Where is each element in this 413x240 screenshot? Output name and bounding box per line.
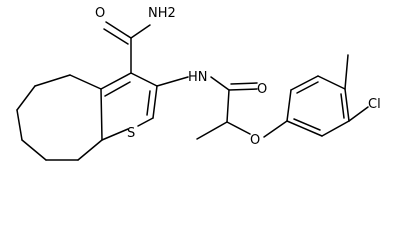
bond	[103, 28, 129, 45]
bond	[226, 121, 251, 135]
bond	[34, 74, 71, 87]
bond	[130, 72, 158, 87]
bond	[210, 76, 230, 91]
bond	[296, 81, 319, 94]
ether-oxygen-label: O	[250, 133, 260, 148]
chlorine-label: Cl	[368, 97, 381, 112]
bond	[130, 24, 151, 39]
bond	[263, 120, 288, 138]
bond	[286, 89, 292, 122]
bond	[16, 85, 36, 111]
bond	[100, 72, 132, 90]
amide-nh2-label: NH2	[148, 6, 176, 21]
bond	[344, 54, 349, 90]
bond	[100, 88, 103, 141]
bond	[226, 89, 230, 123]
amide-linker	[156, 76, 288, 140]
bond	[137, 117, 154, 127]
bond	[228, 88, 258, 91]
bond	[317, 75, 346, 90]
amide-oxygen-label: O	[95, 6, 105, 21]
bond	[340, 93, 345, 119]
bond	[101, 128, 129, 141]
phenyl-ring	[286, 54, 369, 137]
linker-nh-label: HN	[188, 70, 208, 85]
molecule-structure: O NH2 S HN O O Cl	[16, 6, 381, 161]
bond	[77, 139, 103, 161]
bond	[348, 106, 369, 122]
carbonyl-oxygen-label: O	[257, 82, 267, 97]
atom-labels: O NH2 S HN O O Cl	[95, 6, 381, 148]
bond	[293, 118, 321, 131]
thiophene-ring	[100, 72, 158, 141]
carboxamide-group	[103, 21, 151, 74]
bond	[286, 120, 323, 137]
bond	[230, 82, 258, 85]
bond	[321, 120, 350, 137]
bond	[156, 76, 189, 87]
bond	[105, 21, 132, 39]
bond	[290, 75, 319, 91]
bond	[21, 139, 47, 161]
bond	[152, 85, 158, 119]
bond	[146, 90, 151, 116]
bond	[16, 109, 23, 141]
bond	[104, 81, 131, 97]
sulfur-label: S	[127, 126, 135, 141]
bond	[69, 74, 102, 90]
bond	[196, 121, 228, 140]
cyclooctane-ring	[16, 74, 103, 161]
bond	[344, 88, 350, 122]
